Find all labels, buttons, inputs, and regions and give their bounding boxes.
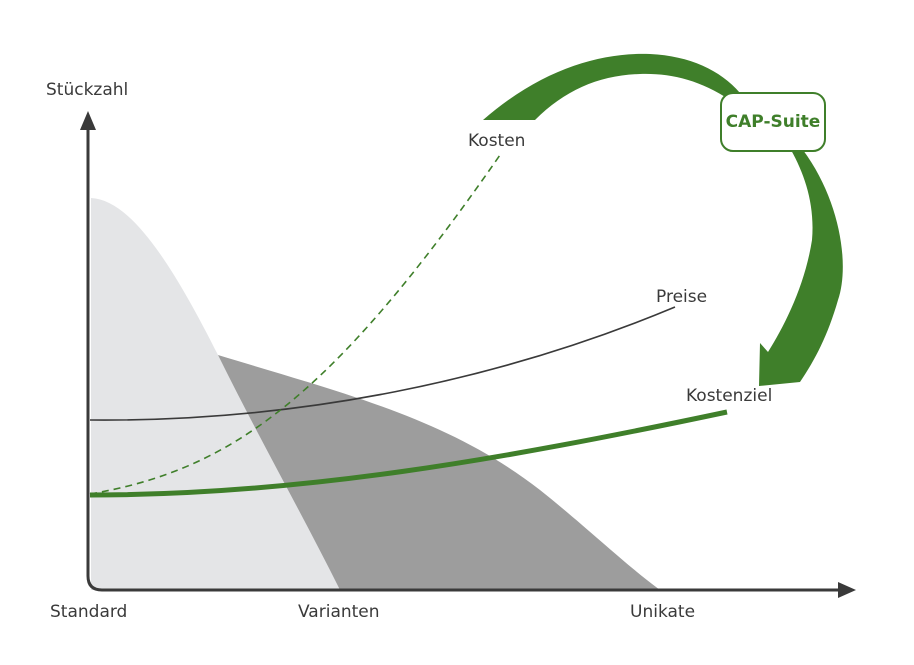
- cost-target-curve: [89, 409, 728, 498]
- variant-volume-area: [218, 355, 660, 590]
- down-curved-arrow-icon: [759, 150, 843, 386]
- y-axis-label: Stückzahl: [46, 80, 129, 100]
- prices-label: Preise: [656, 287, 708, 307]
- cap-suite-badge: CAP-Suite: [720, 92, 826, 152]
- x-label-standard: Standard: [50, 602, 128, 622]
- axes: [86, 125, 842, 592]
- prices-curve: [89, 306, 676, 421]
- x-label-variants: Varianten: [298, 602, 380, 622]
- y-axis-arrow-icon: [80, 111, 96, 130]
- x-label-unique: Unikate: [630, 602, 696, 622]
- costs-label: Kosten: [468, 131, 526, 151]
- x-axis-arrow-icon: [838, 582, 856, 598]
- cap-suite-label: CAP-Suite: [725, 112, 821, 132]
- cost-target-label: Kostenziel: [686, 386, 773, 406]
- top-curved-arrow: [483, 53, 740, 120]
- costs-curve: [89, 154, 501, 495]
